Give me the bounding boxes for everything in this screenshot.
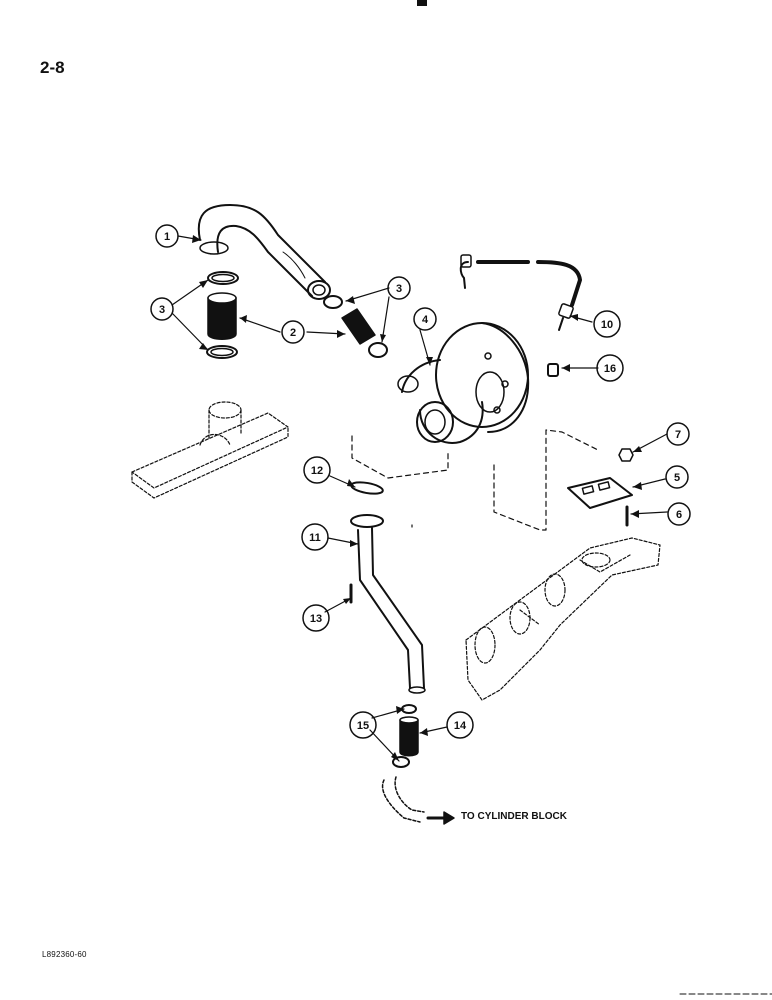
callout-6: 6 <box>667 502 691 526</box>
leader-arrowheads <box>192 235 642 761</box>
callout-5: 5 <box>665 465 689 489</box>
callout-16-number: 16 <box>604 363 616 375</box>
top-edge-mark <box>417 0 427 6</box>
hose-clamp-upper-left <box>207 271 239 285</box>
cylinder-block-connection <box>381 776 425 823</box>
turbocharger <box>397 322 530 444</box>
oil-feed-line <box>459 254 582 331</box>
callout-2: 2 <box>281 320 305 344</box>
callout-2-number: 2 <box>290 327 296 339</box>
hose-clamp-lower-right <box>368 342 388 358</box>
callout-3-left-number: 3 <box>159 304 165 316</box>
exhaust-manifold-phantom <box>465 537 661 701</box>
callout-10: 10 <box>593 310 621 338</box>
callout-12: 12 <box>303 456 331 484</box>
callout-11-number: 11 <box>309 532 321 544</box>
intake-manifold-phantom <box>131 401 289 499</box>
callout-1-number: 1 <box>164 231 170 243</box>
callout-7: 7 <box>666 422 690 446</box>
alignment-dashes <box>351 429 599 531</box>
nut <box>618 448 634 462</box>
oil-return-hose <box>399 716 419 757</box>
callout-14-number: 14 <box>454 720 467 732</box>
callout-16: 16 <box>596 354 624 382</box>
turbo-gasket <box>567 477 633 509</box>
callout-1: 1 <box>155 224 179 248</box>
callout-3-left: 3 <box>150 297 174 321</box>
callout-3-right: 3 <box>387 276 411 300</box>
oil-return-pipe <box>350 514 426 694</box>
air-inlet-elbow <box>197 204 331 300</box>
callout-15-number: 15 <box>357 720 369 732</box>
hose-right <box>341 308 376 345</box>
callout-15: 15 <box>349 711 377 739</box>
page-number: 2-8 <box>40 58 65 77</box>
callout-13: 13 <box>302 604 330 632</box>
callout-11: 11 <box>301 523 329 551</box>
figure-code: L892360-60 <box>42 950 87 959</box>
callout-14: 14 <box>446 711 474 739</box>
callout-7-number: 7 <box>675 429 681 441</box>
arrow-right-icon <box>426 811 455 825</box>
oil-return-gasket <box>350 481 384 495</box>
hose-clamp-upper-right <box>323 295 343 309</box>
hose-clamp-lower-left <box>206 345 238 359</box>
destination-label: TO CYLINDER BLOCK <box>461 811 567 822</box>
callout-4-number: 4 <box>422 314 429 326</box>
callout-3-right-number: 3 <box>396 283 402 295</box>
callout-6-number: 6 <box>676 509 682 521</box>
fitting <box>547 363 559 377</box>
leader-lines <box>171 235 668 762</box>
callout-4: 4 <box>413 307 437 331</box>
callout-12-number: 12 <box>311 465 323 477</box>
callout-10-number: 10 <box>601 319 613 331</box>
hose-left <box>207 292 237 340</box>
callout-13-number: 13 <box>310 613 322 625</box>
hose-clamp-lower <box>392 756 410 768</box>
callout-5-number: 5 <box>674 472 680 484</box>
